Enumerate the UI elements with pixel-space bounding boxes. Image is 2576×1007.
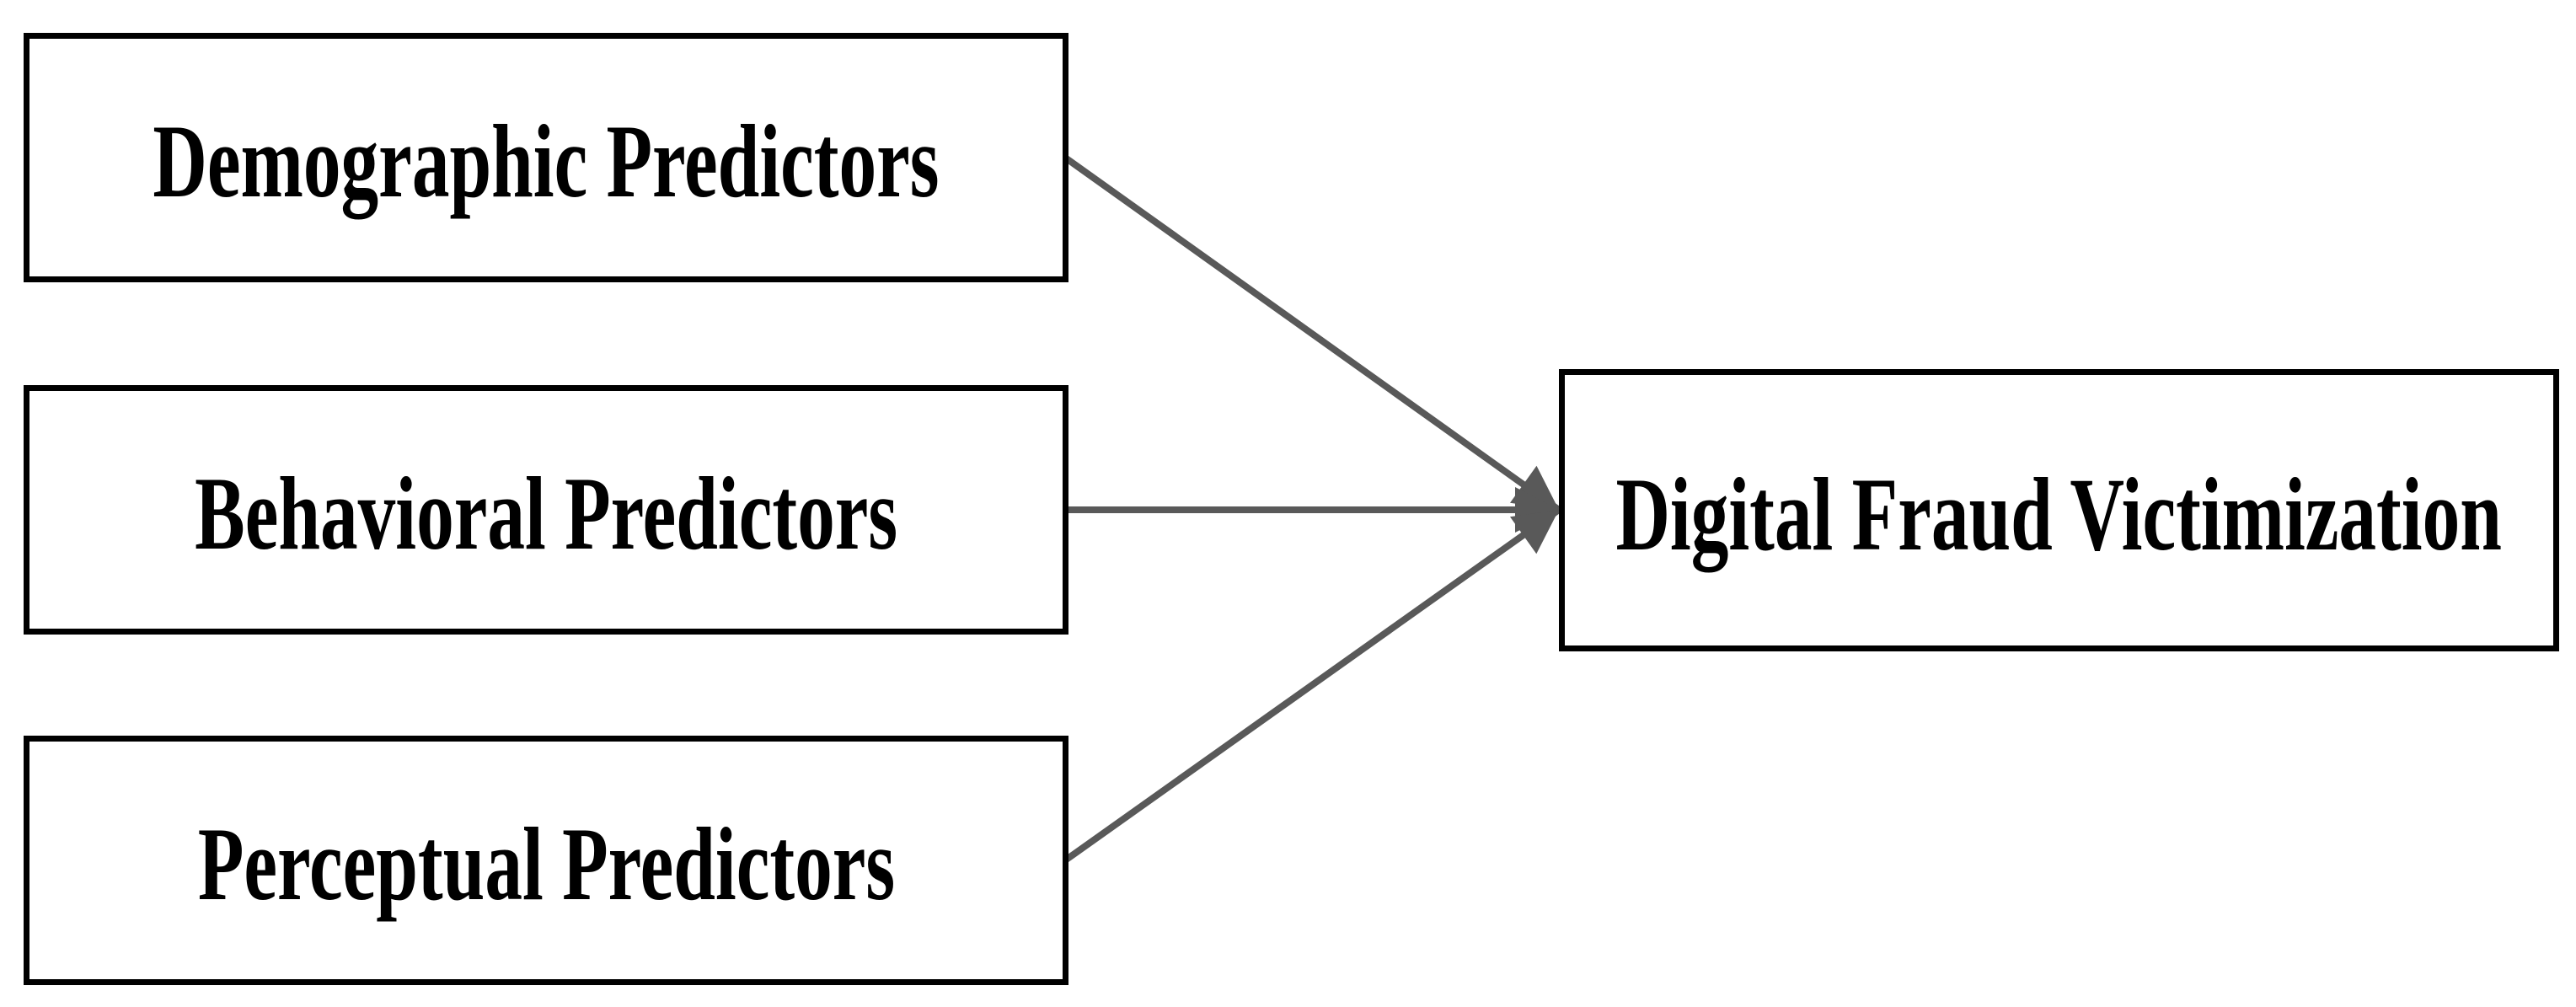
node-behavioral-predictors-label: Behavioral Predictors	[195, 456, 897, 571]
arrow-behavioral-to-victimization	[1065, 487, 1559, 533]
node-demographic-predictors-label: Demographic Predictors	[153, 104, 940, 219]
node-perceptual-predictors: Perceptual Predictors	[24, 736, 1068, 985]
arrow-perceptual-line	[1063, 506, 1561, 864]
node-digital-fraud-victimization-label: Digital Fraud Victimization	[1615, 456, 2503, 572]
arrow-perceptual-head-icon	[1510, 510, 1559, 554]
arrow-demographic-to-victimization	[1063, 154, 1561, 513]
arrow-demographic-line	[1063, 154, 1561, 513]
node-digital-fraud-victimization: Digital Fraud Victimization	[1559, 369, 2559, 651]
arrow-perceptual-to-victimization	[1063, 506, 1561, 864]
node-behavioral-predictors: Behavioral Predictors	[24, 385, 1068, 635]
node-demographic-predictors: Demographic Predictors	[24, 33, 1068, 282]
node-perceptual-predictors-label: Perceptual Predictors	[197, 806, 895, 922]
